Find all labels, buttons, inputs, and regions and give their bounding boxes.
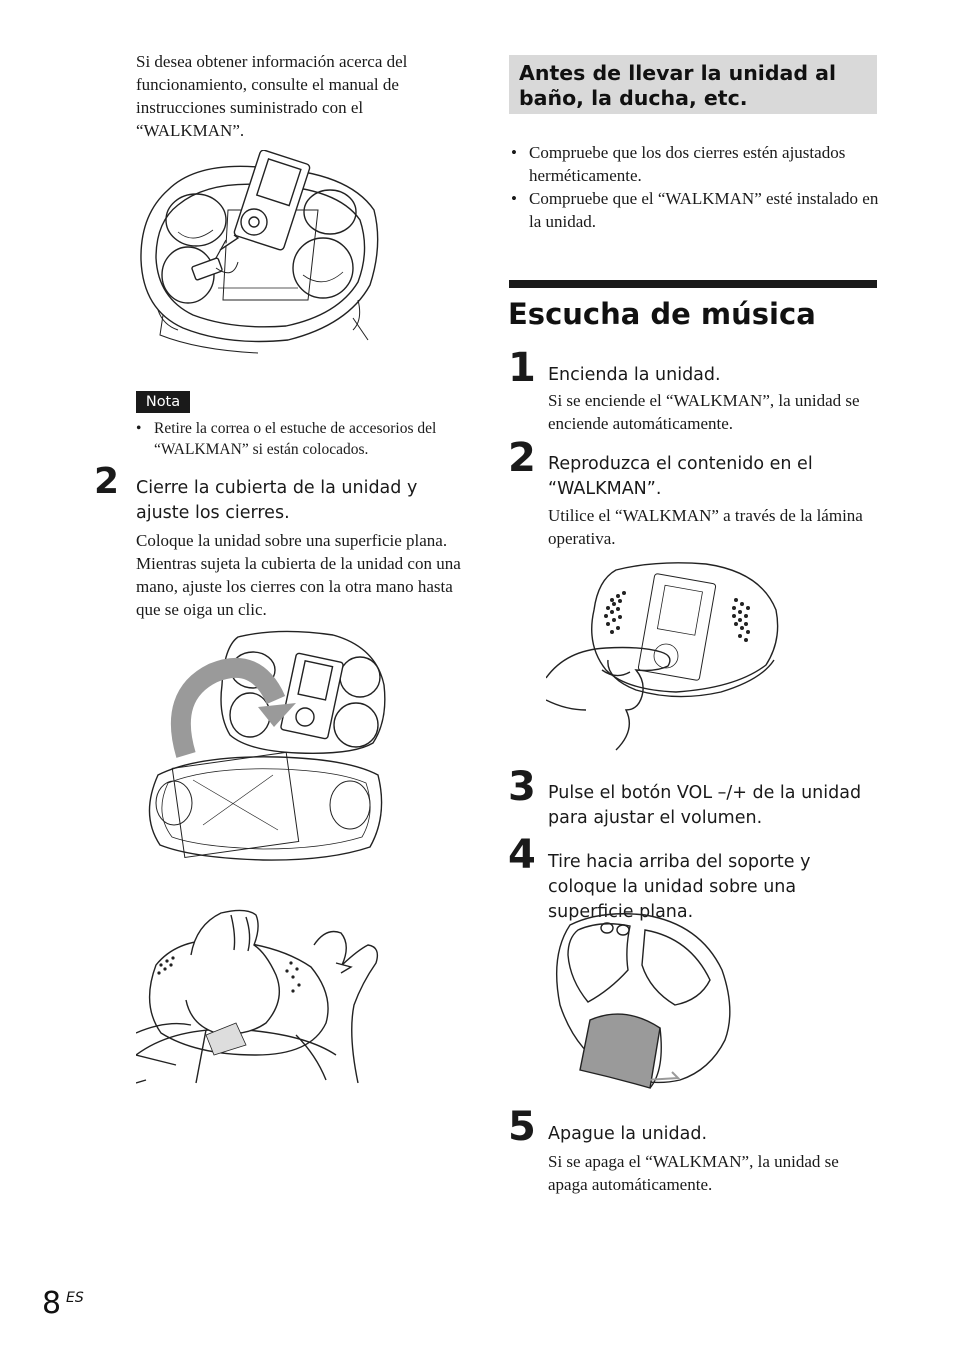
step-1-body: Si se enciende el “WALKMAN”, la unidad s… [548, 391, 860, 433]
page-number: 8 [42, 1286, 62, 1321]
page-language: ES [66, 1290, 84, 1306]
left-step-2-number: 2 [94, 461, 119, 502]
precaution-heading-box: Antes de llevar la unidad al baño, la du… [509, 55, 877, 114]
note-list: Retire la correa o el estuche de accesor… [136, 418, 466, 460]
precaution-heading: Antes de llevar la unidad al baño, la du… [519, 61, 837, 110]
section-rule [509, 280, 877, 288]
illustration-close-cover [138, 625, 388, 865]
step-2-body: Utilice el “WALKMAN” a través de la lámi… [548, 506, 863, 548]
precaution-item: Compruebe que los dos cierres estén ajus… [511, 141, 879, 187]
note-item: Retire la correa o el estuche de accesor… [136, 418, 466, 460]
step-5-number: 5 [508, 1104, 536, 1150]
left-step-2-body: Coloque la unidad sobre una superficie p… [136, 531, 461, 619]
left-step-2-title: Cierre la cubierta de la unidad y ajuste… [136, 478, 418, 523]
illustration-operate-sheet [546, 560, 781, 755]
illustration-stand [550, 910, 735, 1095]
step-2-title: Reproduzca el contenido en el “WALKMAN”. [548, 454, 813, 499]
precaution-list: Compruebe que los dos cierres estén ajus… [511, 141, 879, 233]
illustration-insert-walkman [138, 150, 383, 365]
precaution-item: Compruebe que el “WALKMAN” esté instalad… [511, 187, 879, 233]
step-5-title: Apague la unidad. [548, 1124, 708, 1144]
illustration-tighten-clasps [136, 905, 386, 1085]
step-1-number: 1 [508, 345, 536, 391]
step-5-body: Si se apaga el “WALKMAN”, la unidad se a… [548, 1152, 839, 1194]
section-title: Escucha de música [508, 297, 816, 331]
step-2-number: 2 [508, 435, 536, 481]
note-badge: Nota [136, 391, 190, 413]
step-3-number: 3 [508, 764, 536, 810]
intro-paragraph: Si desea obtener información acerca del … [136, 52, 408, 140]
step-3-title: Pulse el botón VOL –/+ de la unidad para… [548, 783, 862, 828]
step-4-number: 4 [508, 832, 536, 878]
step-1-title: Encienda la unidad. [548, 365, 721, 385]
